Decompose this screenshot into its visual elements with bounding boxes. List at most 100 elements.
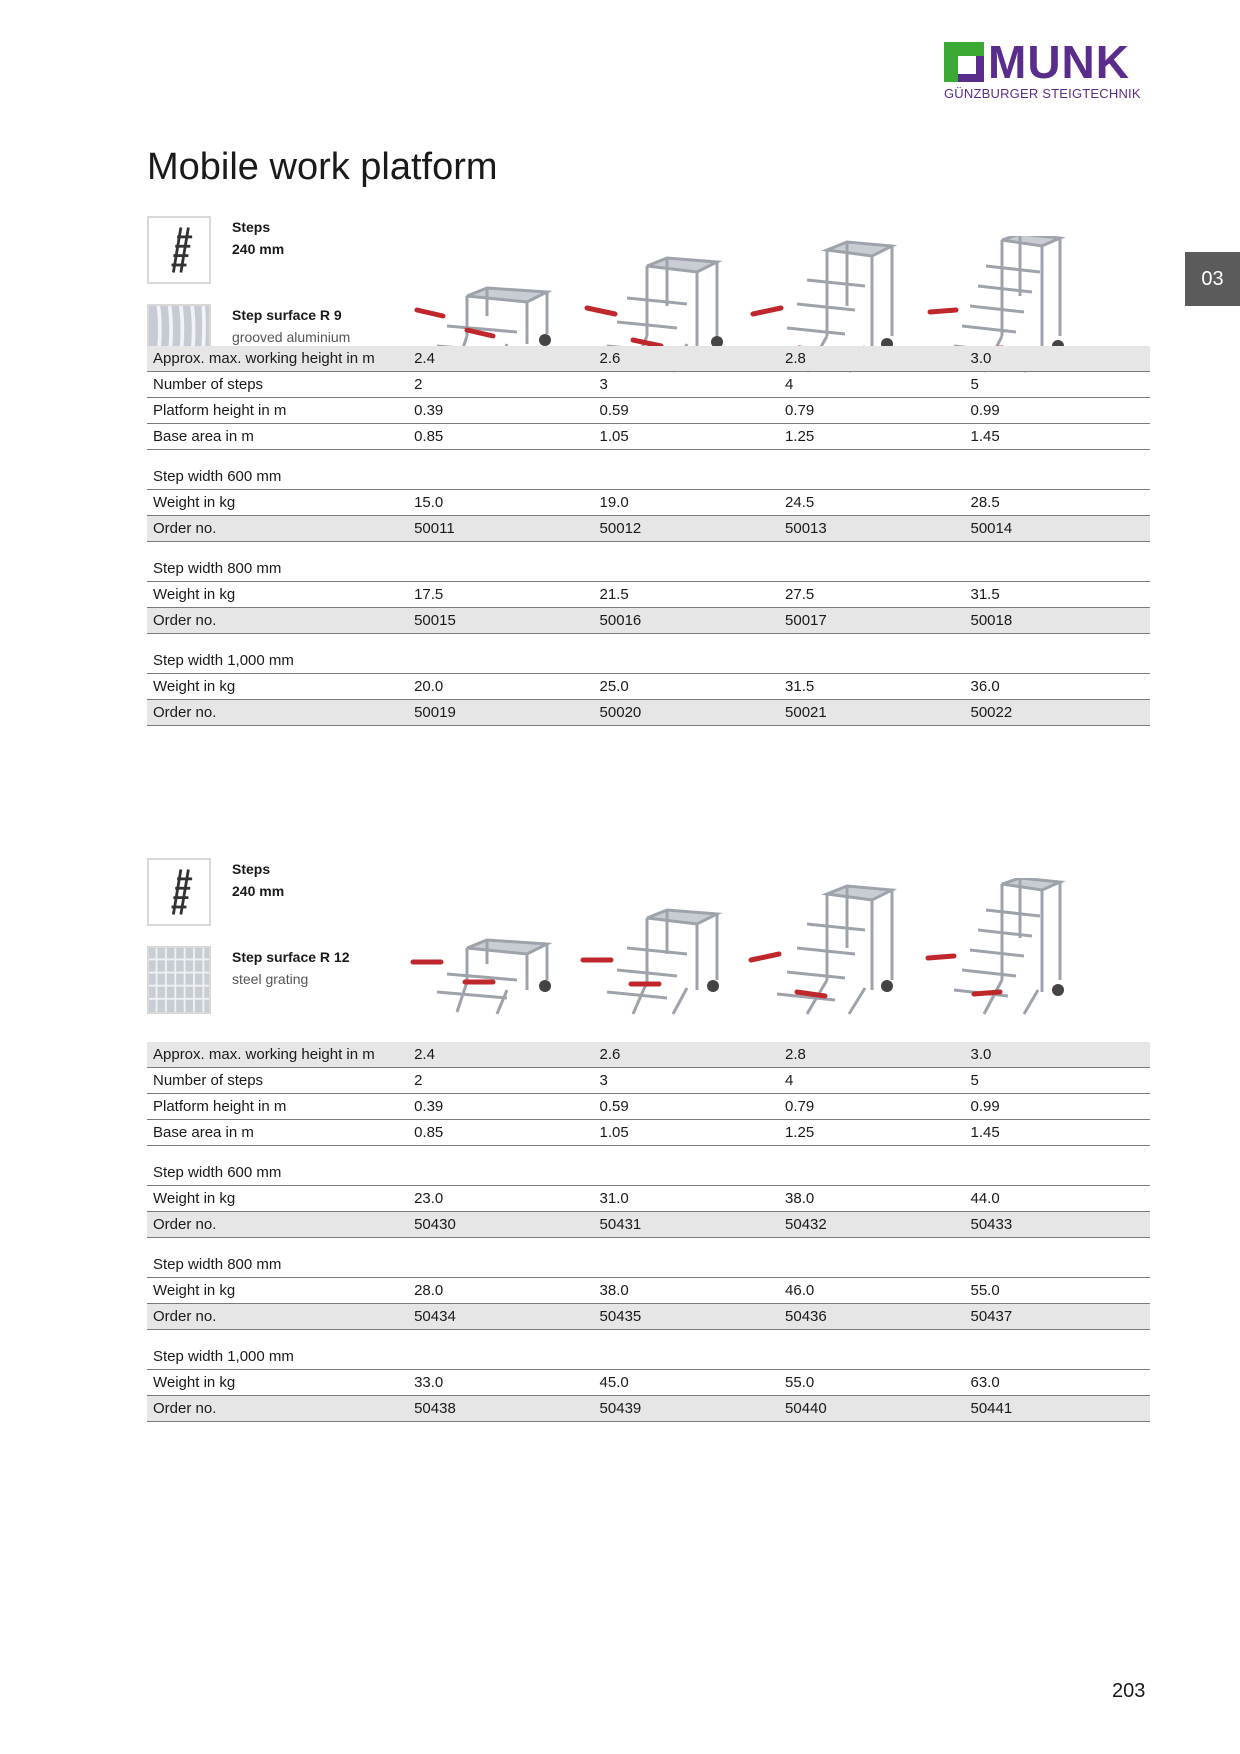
order-number-value: 50017 (779, 607, 965, 634)
step-width-heading: Step width 800 mm (147, 1237, 409, 1278)
empty-cell (593, 1237, 780, 1278)
row-value: 5 (964, 371, 1150, 398)
empty-cell (408, 1145, 594, 1186)
row-value: 1.05 (593, 423, 780, 450)
order-number-value: 50439 (593, 1395, 780, 1422)
row-label: Weight in kg (147, 673, 409, 700)
step-width-heading: Step width 1,000 mm (147, 633, 409, 674)
row-value: 0.39 (408, 1093, 594, 1120)
weight-value: 45.0 (593, 1369, 780, 1396)
step-width-heading-row: Step width 1,000 mm (147, 633, 1150, 674)
row-label: Approx. max. working height in m (147, 1042, 409, 1068)
row-value: 0.99 (964, 397, 1150, 424)
order-number-value: 50438 (408, 1395, 594, 1422)
empty-cell (593, 1329, 780, 1370)
weight-value: 25.0 (593, 673, 780, 700)
weight-value: 21.5 (593, 581, 780, 608)
weight-value: 38.0 (593, 1277, 780, 1304)
row-label: Weight in kg (147, 1185, 409, 1212)
row-value: 3 (593, 1067, 780, 1094)
order-number-value: 50018 (964, 607, 1150, 634)
row-value: 3 (593, 371, 780, 398)
row-value: 1.25 (779, 423, 965, 450)
munk-logo-mark-icon (944, 42, 984, 82)
logo-subtitle: GÜNZBURGER STEIGTECHNIK (944, 86, 1141, 101)
weight-value: 19.0 (593, 489, 780, 516)
weight-value: 20.0 (408, 673, 594, 700)
platform-4-step-image (748, 884, 897, 1015)
order-number-value: 50020 (593, 699, 780, 726)
order-number-value: 50013 (779, 515, 965, 542)
order-number-value: 50433 (964, 1211, 1150, 1238)
page-title: Mobile work platform (147, 146, 498, 188)
empty-cell (779, 1237, 965, 1278)
empty-cell (964, 1145, 1150, 1186)
order-number-value: 50019 (408, 699, 594, 726)
empty-cell (964, 1329, 1150, 1370)
step-width-heading-row: Step width 600 mm (147, 1145, 1150, 1186)
empty-cell (593, 1145, 780, 1186)
weight-value: 44.0 (964, 1185, 1150, 1212)
row-value: 2 (408, 371, 594, 398)
row-value: 5 (964, 1067, 1150, 1094)
order-number-value: 50434 (408, 1303, 594, 1330)
surface-feature: Step surface R 12 steel grating (232, 946, 350, 990)
order-number-value: 50437 (964, 1303, 1150, 1330)
row-value: 1.45 (964, 423, 1150, 450)
step-width-heading-row: Step width 800 mm (147, 541, 1150, 582)
weight-value: 38.0 (779, 1185, 965, 1212)
empty-cell (779, 1145, 965, 1186)
order-number-value: 50014 (964, 515, 1150, 542)
weight-value: 17.5 (408, 581, 594, 608)
row-value: 1.25 (779, 1119, 965, 1146)
steps-feature: Steps 240 mm (232, 216, 284, 260)
row-value: 0.79 (779, 1093, 965, 1120)
order-number-value: 50011 (408, 515, 594, 542)
empty-cell (964, 449, 1150, 490)
row-value: 2 (408, 1067, 594, 1094)
row-value: 2.8 (779, 1042, 965, 1068)
chapter-tab[interactable]: 03 (1185, 252, 1240, 306)
row-label: Number of steps (147, 1067, 409, 1094)
row-value: 0.85 (408, 423, 594, 450)
weight-value: 33.0 (408, 1369, 594, 1396)
empty-cell (964, 633, 1150, 674)
row-value: 2.4 (408, 346, 594, 372)
row-value: 0.39 (408, 397, 594, 424)
order-number-value: 50015 (408, 607, 594, 634)
order-number-value: 50012 (593, 515, 780, 542)
empty-cell (779, 633, 965, 674)
ladder-steps-icon (147, 858, 211, 926)
product-section-r12: Steps 240 mm Step surface R 12 steel gra… (147, 858, 1150, 1458)
row-value: 0.99 (964, 1093, 1150, 1120)
platform-5-step-image (925, 878, 1066, 1015)
empty-cell (779, 541, 965, 582)
order-number-value: 50432 (779, 1211, 965, 1238)
surface-label: Step surface R 12 (232, 949, 350, 965)
empty-cell (779, 1329, 965, 1370)
step-width-heading: Step width 600 mm (147, 1145, 409, 1186)
row-value: 4 (779, 371, 965, 398)
empty-cell (779, 449, 965, 490)
weight-value: 63.0 (964, 1369, 1150, 1396)
step-width-heading: Step width 600 mm (147, 449, 409, 490)
step-width-heading: Step width 1,000 mm (147, 1329, 409, 1370)
surface-description: grooved aluminium (232, 329, 351, 345)
row-value: 3.0 (964, 346, 1150, 372)
weight-value: 31.5 (779, 673, 965, 700)
page-number: 203 (1112, 1680, 1146, 1702)
